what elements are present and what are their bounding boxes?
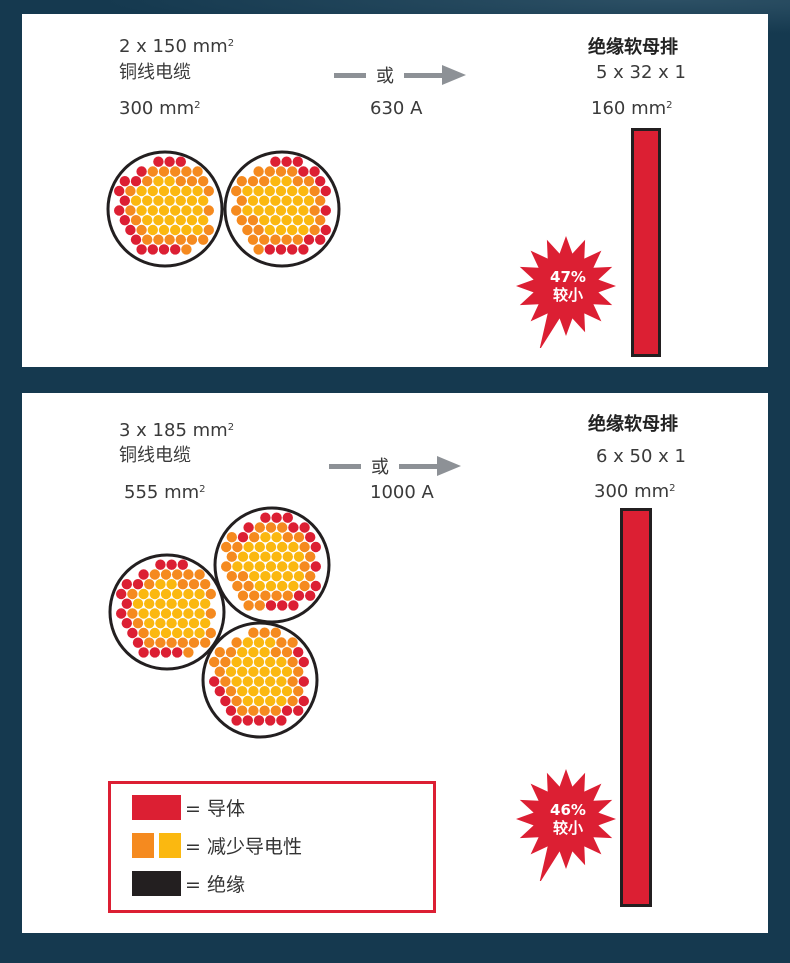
comparison-panel-2: 3 x 185 mm2 铜线电缆 555 mm2 或 1000 A 绝缘软母排 …: [22, 393, 768, 933]
cable-area: 555 mm2: [124, 482, 206, 503]
current-rating: 630 A: [370, 98, 423, 119]
badge-label: 较小: [552, 286, 583, 304]
cable-spec: 2 x 150 mm2: [119, 36, 235, 57]
cable-cross-section: [106, 150, 224, 268]
legend-item-conductor: = 导体: [132, 794, 245, 821]
busbar-title: 绝缘软母排: [588, 37, 678, 58]
legend-item-insulation: = 绝缘: [132, 870, 245, 897]
current-rating: 1000 A: [370, 482, 434, 503]
busbar-area: 160 mm2: [591, 98, 673, 119]
cable-spec: 3 x 185 mm2: [119, 420, 235, 441]
busbar-title: 绝缘软母排: [588, 414, 678, 435]
busbar-bar: [631, 128, 661, 357]
arrow-right-icon: [404, 65, 466, 85]
cable-type: 铜线电缆: [119, 62, 191, 83]
cable-cross-section: [223, 150, 341, 268]
cable-cross-sections: [108, 506, 331, 739]
starburst-icon: [516, 236, 616, 351]
dash-line: [334, 72, 366, 78]
arrow-right-icon: [399, 456, 461, 476]
starburst-icon: [516, 769, 616, 884]
badge-percent: 46%: [550, 801, 586, 819]
or-arrow: 或: [329, 453, 461, 479]
cable-cross-section: [108, 553, 226, 671]
legend: = 导体 = 减少导电性 = 绝缘: [108, 781, 436, 913]
cable-type: 铜线电缆: [119, 445, 191, 466]
busbar-spec: 5 x 32 x 1: [596, 62, 686, 83]
cable-cross-sections: [106, 150, 341, 268]
busbar-bar: [620, 508, 652, 907]
orange-swatch-icon: [132, 833, 154, 858]
yellow-swatch-icon: [159, 833, 181, 858]
burst-badge: 46% 较小: [516, 769, 620, 884]
dash-line: [329, 463, 361, 469]
busbar-area: 300 mm2: [594, 481, 676, 502]
or-label: 或: [376, 66, 394, 87]
cable-cross-section: [213, 506, 331, 624]
badge-percent: 47%: [550, 268, 586, 286]
comparison-panel-1: 2 x 150 mm2 铜线电缆 300 mm2 或 630 A 绝缘软母排 5…: [22, 14, 768, 367]
burst-badge: 47% 较小: [516, 236, 620, 351]
cable-area: 300 mm2: [119, 98, 201, 119]
red-swatch-icon: [132, 795, 181, 820]
badge-label: 较小: [552, 819, 583, 837]
black-swatch-icon: [132, 871, 181, 896]
cable-cross-section: [201, 621, 319, 739]
or-label: 或: [371, 457, 389, 478]
busbar-spec: 6 x 50 x 1: [596, 446, 686, 467]
legend-item-reduced-conductivity: = 减少导电性: [132, 832, 302, 859]
or-arrow: 或: [334, 62, 466, 88]
